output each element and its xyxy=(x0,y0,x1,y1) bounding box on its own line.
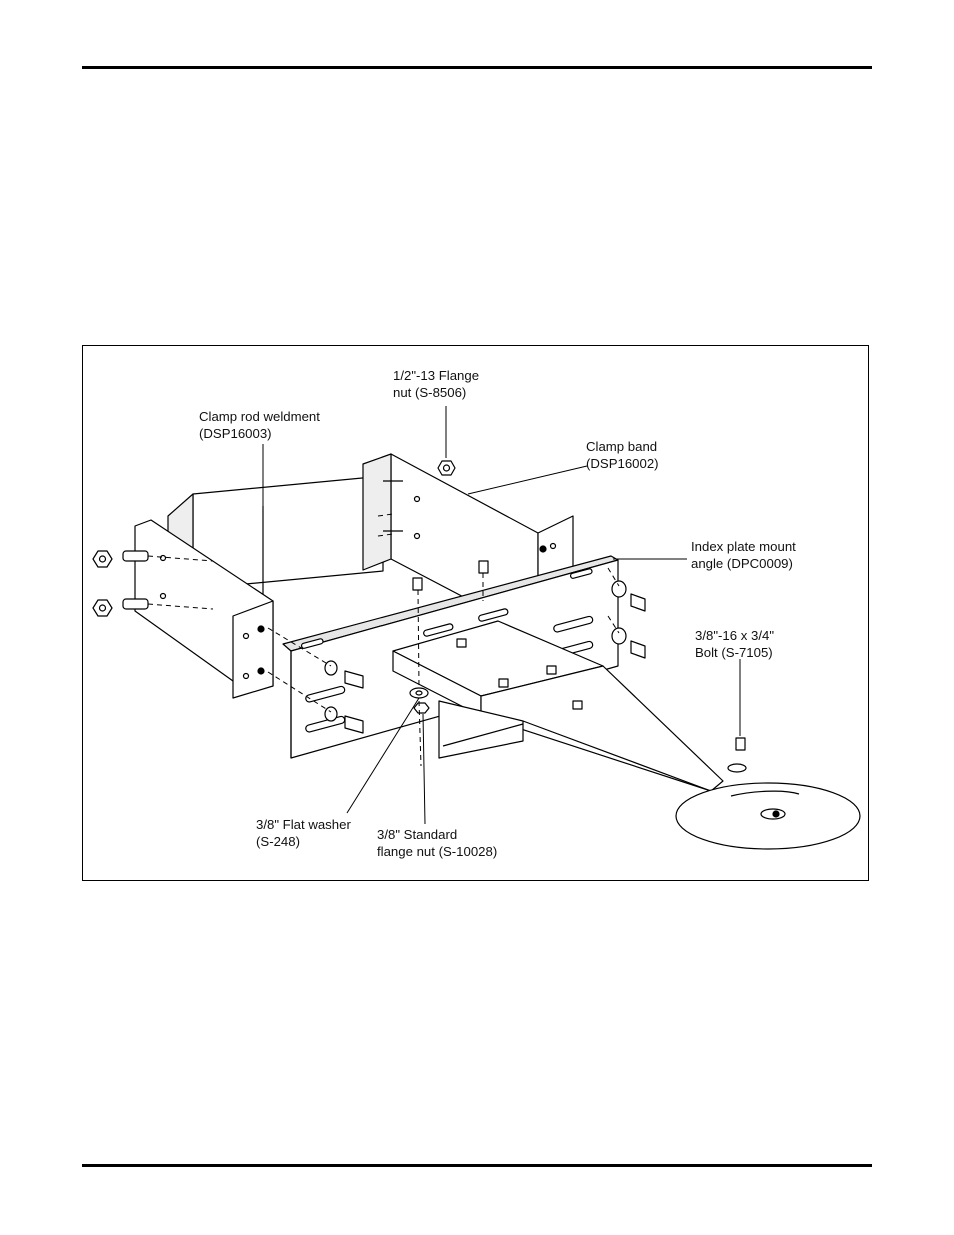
callout-line: (S-248) xyxy=(256,834,351,851)
callout-line: 3/8" Flat washer xyxy=(256,817,351,834)
index-disc xyxy=(676,783,860,849)
callout-standard-flange-nut: 3/8" Standard flange nut (S-10028) xyxy=(377,827,497,860)
callout-line: nut (S-8506) xyxy=(393,385,479,402)
callout-bolt: 3/8"-16 x 3/4" Bolt (S-7105) xyxy=(695,628,774,661)
callout-clamp-band: Clamp band (DSP16002) xyxy=(586,439,659,472)
callout-line: 1/2"-13 Flange xyxy=(393,368,479,385)
callout-line: (DSP16003) xyxy=(199,426,320,443)
footer-rule xyxy=(82,1164,872,1167)
half-inch-flange-nut xyxy=(438,461,455,475)
callout-line: angle (DPC0009) xyxy=(691,556,796,573)
callout-line: 3/8"-16 x 3/4" xyxy=(695,628,774,645)
index-arm xyxy=(393,621,723,791)
callout-line: Bolt (S-7105) xyxy=(695,645,774,662)
callout-clamp-rod-weldment: Clamp rod weldment (DSP16003) xyxy=(199,409,320,442)
exploded-assembly-figure: 1/2"-13 Flange nut (S-8506) Clamp rod we… xyxy=(82,345,869,881)
callout-line: Clamp band xyxy=(586,439,659,456)
callout-flange-nut-half: 1/2"-13 Flange nut (S-8506) xyxy=(393,368,479,401)
callout-index-plate-mount-angle: Index plate mount angle (DPC0009) xyxy=(691,539,796,572)
header-rule xyxy=(82,66,872,69)
callout-line: flange nut (S-10028) xyxy=(377,844,497,861)
callout-line: Index plate mount xyxy=(691,539,796,556)
callout-line: Clamp rod weldment xyxy=(199,409,320,426)
callout-line: 3/8" Standard xyxy=(377,827,497,844)
callout-line: (DSP16002) xyxy=(586,456,659,473)
callout-flat-washer: 3/8" Flat washer (S-248) xyxy=(256,817,351,850)
